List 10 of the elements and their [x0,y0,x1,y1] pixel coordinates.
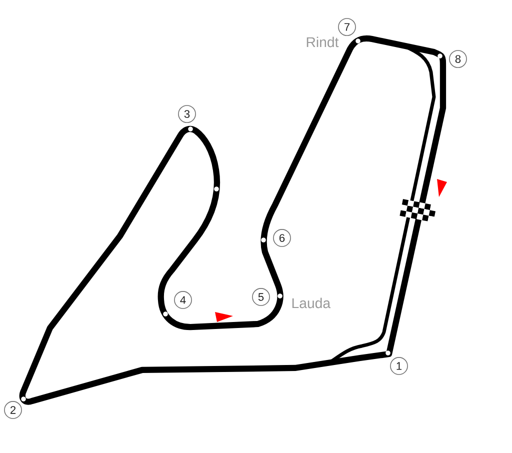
corner-name: Lauda [292,298,331,308]
corner-number: 7 [338,18,356,36]
corner-number: 4 [174,291,192,309]
corner-number: 1 [390,357,408,375]
corner-number: 5 [252,288,270,306]
corner-number: 6 [273,229,291,247]
corner-number: 8 [449,50,467,68]
corner-name: Rindt [306,36,339,48]
corner-number: 3 [178,105,196,123]
corner-number: 2 [4,401,22,419]
